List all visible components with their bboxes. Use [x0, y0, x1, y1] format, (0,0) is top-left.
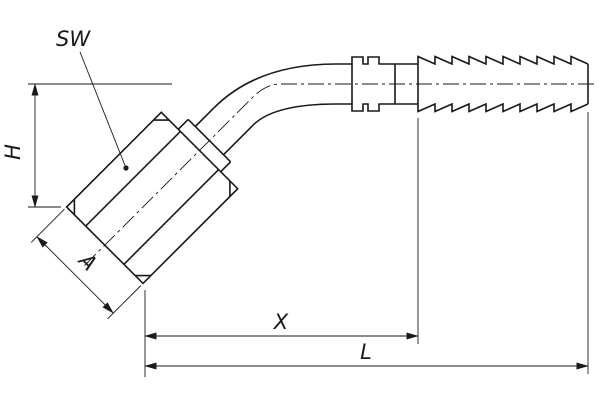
tube-edges-45deg [194, 107, 254, 156]
hex-nut-chamfer-lines [73, 119, 231, 277]
hose-tail-top-outline [336, 55, 589, 66]
washer-collar [177, 118, 232, 173]
dim-label-l: L [360, 340, 372, 364]
hex-nut-flat-lines [85, 130, 220, 265]
centerlines [81, 83, 594, 269]
a-dimension-line [36, 236, 114, 314]
fitting-body [65, 55, 589, 285]
hose-tail-bottom-outline [336, 102, 589, 113]
dim-label-x: X [273, 310, 289, 334]
elbow-inner-curve [252, 103, 337, 126]
hex-nut-outline [65, 111, 239, 285]
label-sw: SW [56, 27, 91, 51]
centerline [81, 83, 594, 269]
elbow-outer-curve [213, 63, 337, 109]
sw-leader-line [79, 51, 127, 169]
sw-leader-dot [123, 165, 129, 171]
dim-label-a: A [73, 247, 102, 276]
x-extension-lines [144, 118, 419, 377]
dim-label-h: H [1, 144, 25, 160]
dimension-h: H [1, 83, 172, 208]
sw-callout: SW [56, 27, 129, 171]
dimension-x: X [144, 118, 419, 377]
collar-groove-lines [351, 64, 419, 104]
dimension-l: L [144, 112, 589, 374]
